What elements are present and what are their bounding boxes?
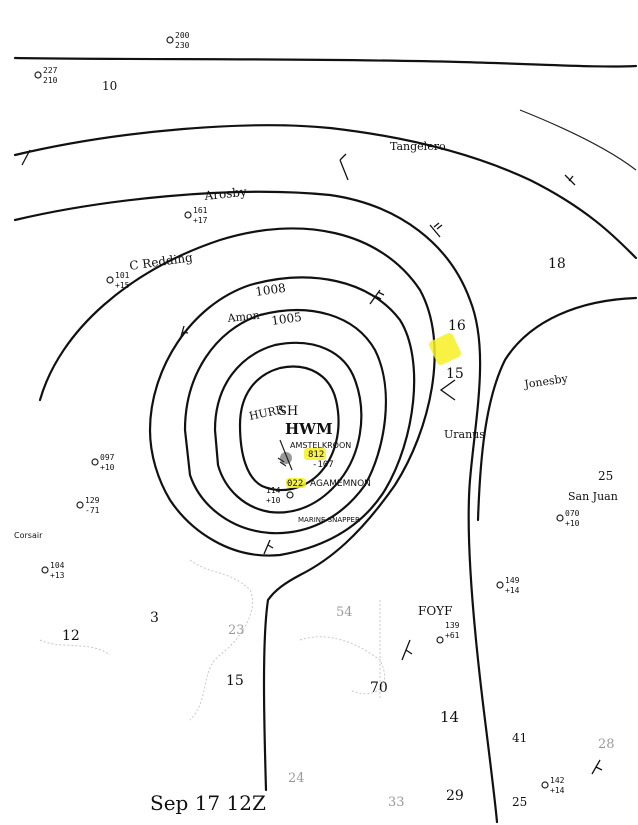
grid-number: 33 [388, 795, 405, 810]
svg-text:+61: +61 [445, 631, 460, 640]
station-obs: 101+15 [106, 271, 130, 290]
svg-text:104: 104 [50, 561, 65, 570]
svg-text:+10: +10 [100, 463, 115, 472]
station-obs: 129-71 [76, 496, 100, 515]
svg-text:+15: +15 [115, 281, 130, 290]
svg-text:101: 101 [115, 271, 130, 280]
highlights [286, 333, 461, 488]
pressure-value: 812 [308, 450, 324, 460]
ship-san-juan: San Juan [568, 490, 618, 503]
isobar-label-1008: 1008 [254, 281, 286, 299]
grid-number: 10 [102, 79, 117, 93]
ship-redding: C Redding [128, 250, 193, 273]
grid-number: 28 [598, 737, 615, 752]
isobar-top [13, 56, 638, 68]
ship-marine-snapper: MARINE SNAPPER [298, 516, 360, 524]
isobar-upper [13, 124, 638, 260]
station-obs: 104+13 [41, 561, 65, 580]
svg-text:230: 230 [175, 41, 190, 50]
isobar-wide [13, 190, 499, 824]
station-obs: 149+14 [496, 576, 520, 595]
grid-number: 16 [448, 318, 466, 334]
svg-text:+10: +10 [565, 519, 580, 528]
svg-text:070: 070 [565, 509, 580, 518]
station-obs: 097+10 [91, 453, 115, 472]
svg-text:200: 200 [175, 31, 190, 40]
svg-text:+13: +13 [50, 571, 65, 580]
isobar-1008 [148, 276, 416, 557]
grid-number: 3 [150, 610, 159, 626]
ship-agamemnon: AGAMEMNON [310, 479, 371, 489]
grid-number: 23 [228, 623, 245, 638]
grid-number: 18 [548, 256, 566, 272]
isobar-inner [238, 365, 340, 492]
svg-text:-71: -71 [85, 506, 100, 515]
pressure-ref: 022 [287, 479, 303, 489]
isobar-right-top [519, 109, 637, 171]
svg-text:114: 114 [266, 486, 281, 495]
station-obs: 070+10 [556, 509, 580, 528]
grid-number: 41 [512, 731, 527, 745]
center-label: HWM [285, 420, 333, 438]
grid-number: 25 [512, 795, 527, 809]
svg-text:+10: +10 [266, 496, 281, 505]
station-obs: 161+17 [184, 206, 208, 225]
day-label: SH [278, 404, 298, 419]
isobar-east [476, 296, 638, 522]
ship-jonesby: Jonesby [523, 372, 570, 391]
station-obs: 114+10 [266, 486, 294, 505]
station-obs: 142+14 [541, 776, 565, 795]
grid-number: 24 [288, 771, 305, 786]
isobar-1008-outer [38, 227, 436, 792]
ship-corsair: Corsair [14, 531, 43, 540]
grid-number: 12 [62, 628, 80, 644]
svg-text:097: 097 [100, 453, 115, 462]
station-obs: 139+61 [436, 621, 460, 644]
svg-text:210: 210 [43, 76, 58, 85]
coastline [39, 559, 386, 721]
grid-number: 70 [370, 680, 388, 696]
pressure-change: -107 [312, 460, 334, 470]
grid-number: 14 [440, 708, 459, 726]
ship-amstelkroon: AMSTELKROON [290, 441, 351, 450]
ship-names: Tangelero Arosby C Redding Amon Uranus J… [14, 140, 618, 618]
svg-text:227: 227 [43, 66, 58, 75]
svg-text:+14: +14 [550, 786, 565, 795]
ship-amon: Amon [226, 309, 260, 325]
isobar-1005-b [213, 341, 363, 514]
svg-text:+17: +17 [193, 216, 208, 225]
svg-text:149: 149 [505, 576, 520, 585]
grid-number: 15 [226, 673, 244, 689]
isobars [13, 56, 638, 824]
grid-number: 15 [446, 366, 464, 382]
grid-number: 25 [598, 469, 613, 483]
grid-numbers: 10 16 15 18 25 12 3 23 15 54 70 14 41 29… [62, 79, 615, 810]
ship-foyf: FOYF [418, 604, 452, 618]
wind-barbs [21, 149, 603, 775]
svg-text:161: 161 [193, 206, 208, 215]
svg-text:142: 142 [550, 776, 565, 785]
grid-number: 54 [336, 605, 353, 620]
svg-text:+14: +14 [505, 586, 520, 595]
isobar-label-1005: 1005 [270, 310, 302, 328]
svg-text:129: 129 [85, 496, 100, 505]
date-label: Sep 17 12Z [150, 791, 266, 815]
isobar-1005-a [183, 308, 388, 535]
ship-uranus: Uranus [444, 428, 485, 441]
ship-arosby: Arosby [203, 185, 248, 203]
grid-number: 29 [446, 788, 464, 804]
ship-tangelero: Tangelero [390, 140, 446, 153]
svg-text:139: 139 [445, 621, 460, 630]
